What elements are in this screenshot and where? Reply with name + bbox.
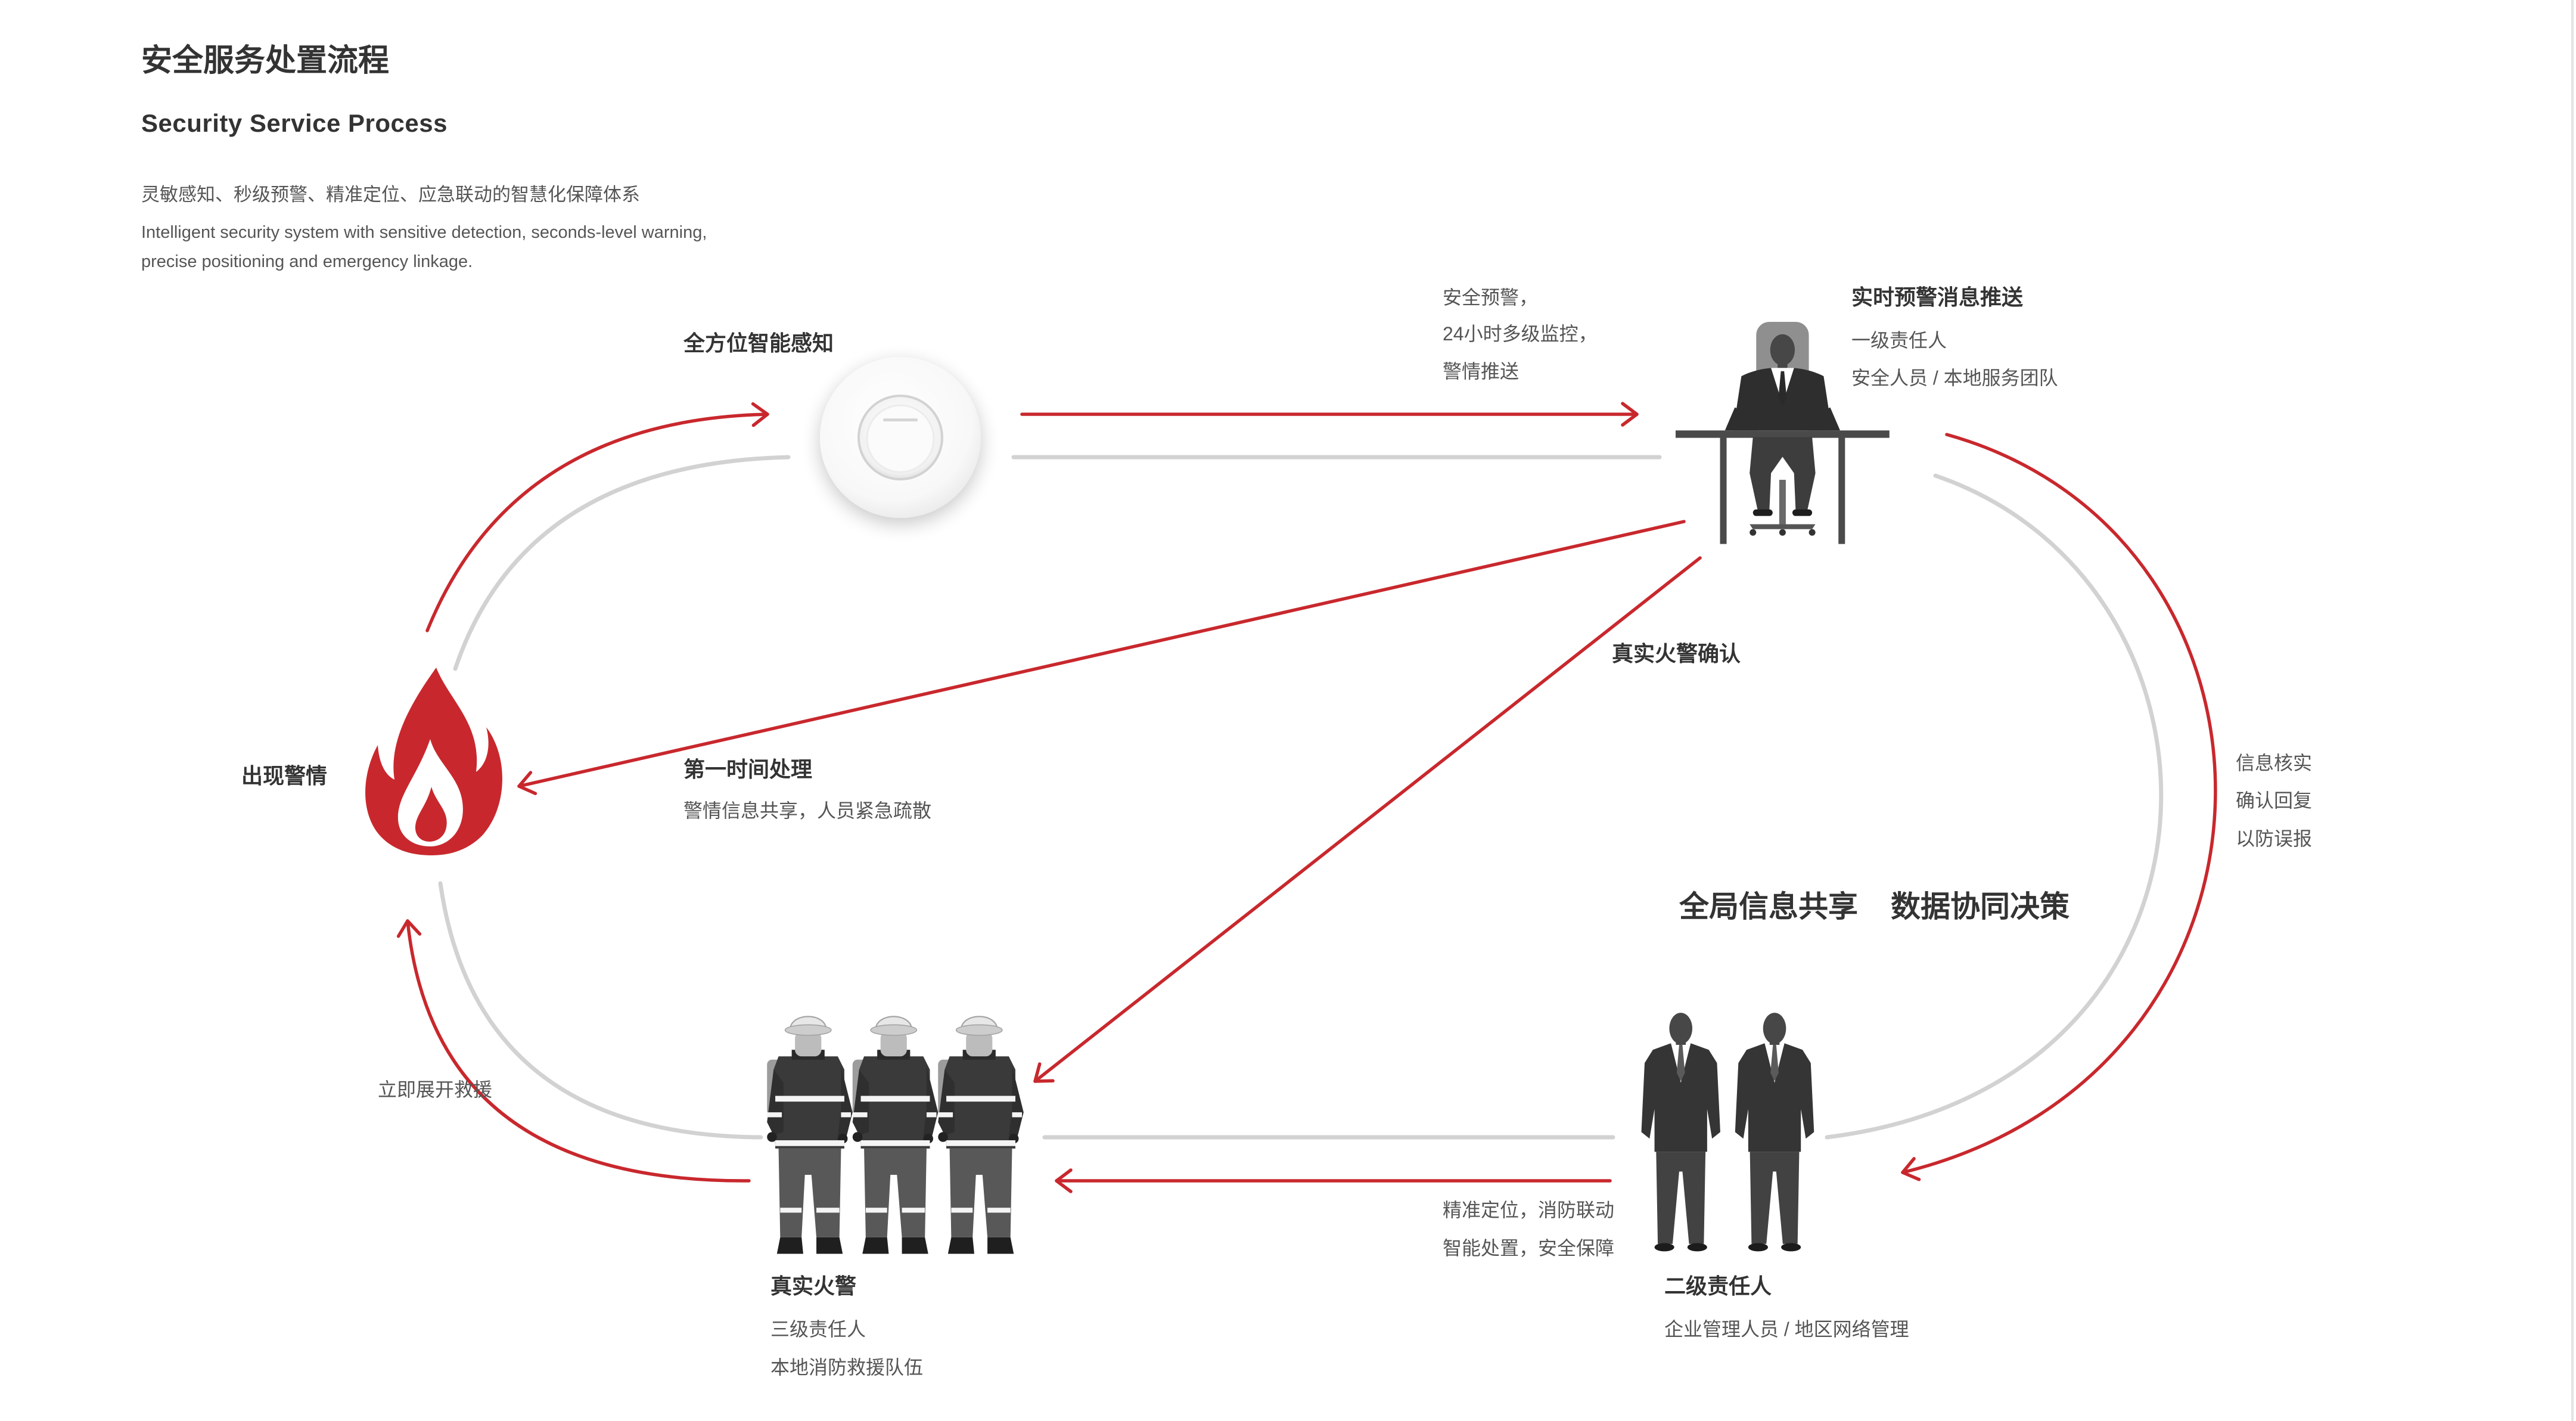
- trousers: [1750, 437, 1816, 511]
- slogan-left: 全局信息共享: [1679, 890, 1858, 923]
- track-bottom-left-arc: [438, 881, 763, 1140]
- management-team: 企业管理人员 / 地区网络管理: [1664, 1318, 1909, 1340]
- verify-note-line-2: 确认回复: [2236, 790, 2313, 811]
- shoe: [1752, 509, 1773, 516]
- arrow-firefighters-to-alarm: [396, 919, 751, 1183]
- alert-push-label: 实时预警消息推送: [1851, 285, 2024, 309]
- firefighter-2: [852, 1016, 939, 1255]
- management-label: 二级责任人: [1664, 1274, 1772, 1298]
- first-response-detail: 警情信息共享，人员紧急疏散: [683, 800, 932, 821]
- track-top-left-arc: [453, 455, 791, 671]
- tagline: 灵敏感知、秒级预警、精准定位、应急联动的智慧化保障体系: [141, 184, 640, 205]
- arrow-alert-push-to-firefighters: [1033, 556, 1702, 1083]
- tagline-english-line-2: precise positioning and emergency linkag…: [141, 252, 473, 271]
- flame-core: [415, 787, 447, 842]
- left-arm: [1724, 407, 1758, 431]
- rescue-note: 立即展开救援: [378, 1079, 493, 1100]
- firefighter-1: [766, 1016, 853, 1255]
- slogan-right: 数据协同决策: [1891, 890, 2069, 923]
- shoe: [1792, 509, 1813, 516]
- confirm-label: 真实火警确认: [1612, 641, 1741, 666]
- firefighter-3: [937, 1016, 1024, 1255]
- arrow-alert-push-to-management: [1901, 433, 2217, 1181]
- verify-note-line-1: 信息核实: [2236, 752, 2313, 774]
- managers-icon: [1641, 1013, 1814, 1252]
- page-title-english: Security Service Process: [141, 109, 448, 137]
- sensor-logo: [883, 418, 918, 421]
- suit-jacket: [1733, 368, 1832, 431]
- tie: [1778, 371, 1787, 406]
- first-response-label: 第一时间处理: [683, 757, 813, 781]
- right-arm: [1807, 407, 1840, 431]
- alert-push-team: 安全人员 / 本地服务团队: [1851, 367, 2058, 389]
- fire-icon: [365, 668, 502, 855]
- chair-wheel: [1809, 529, 1816, 536]
- businessman-1: [1641, 1013, 1720, 1252]
- alert-push-role: 一级责任人: [1851, 330, 1947, 351]
- desk-leg: [1720, 437, 1727, 544]
- firefighters-icon: [766, 1016, 1024, 1255]
- fire-rescue-team: 本地消防救援队伍: [770, 1357, 924, 1378]
- desk-leg: [1838, 437, 1845, 544]
- arrow-alarm-to-sensing: [425, 402, 769, 632]
- linkage-note-line-1: 精准定位，消防联动: [1443, 1199, 1615, 1221]
- chair-wheel: [1779, 529, 1786, 536]
- warning-note-line-3: 警情推送: [1443, 361, 1520, 382]
- chair-base: [1750, 524, 1816, 529]
- alarm-label: 出现警情: [241, 764, 328, 788]
- chair-pole: [1779, 479, 1786, 525]
- sensing-label: 全方位智能感知: [683, 331, 834, 355]
- warning-note-line-2: 24小时多级监控，: [1443, 323, 1598, 345]
- page-title: 安全服务处置流程: [141, 44, 390, 78]
- linkage-note-line-2: 智能处置，安全保障: [1443, 1237, 1615, 1259]
- track-right-arc: [1825, 473, 2164, 1140]
- fire-rescue-label: 真实火警: [770, 1274, 857, 1298]
- fire-rescue-role: 三级责任人: [770, 1318, 866, 1340]
- head: [1770, 334, 1795, 366]
- arrow-alert-push-to-alarm: [517, 520, 1686, 795]
- verify-note-line-3: 以防误报: [2236, 828, 2313, 849]
- tagline-english-line-1: Intelligent security system with sensiti…: [141, 223, 707, 242]
- warning-note-line-1: 安全预警，: [1443, 287, 1539, 308]
- chair-wheel: [1750, 529, 1757, 536]
- smoke-sensor-icon: [820, 357, 981, 518]
- manager-at-desk-icon: [1676, 322, 1890, 544]
- sensor-button-inner: [866, 404, 935, 473]
- desk-top: [1676, 430, 1890, 438]
- businessman-2: [1735, 1013, 1814, 1252]
